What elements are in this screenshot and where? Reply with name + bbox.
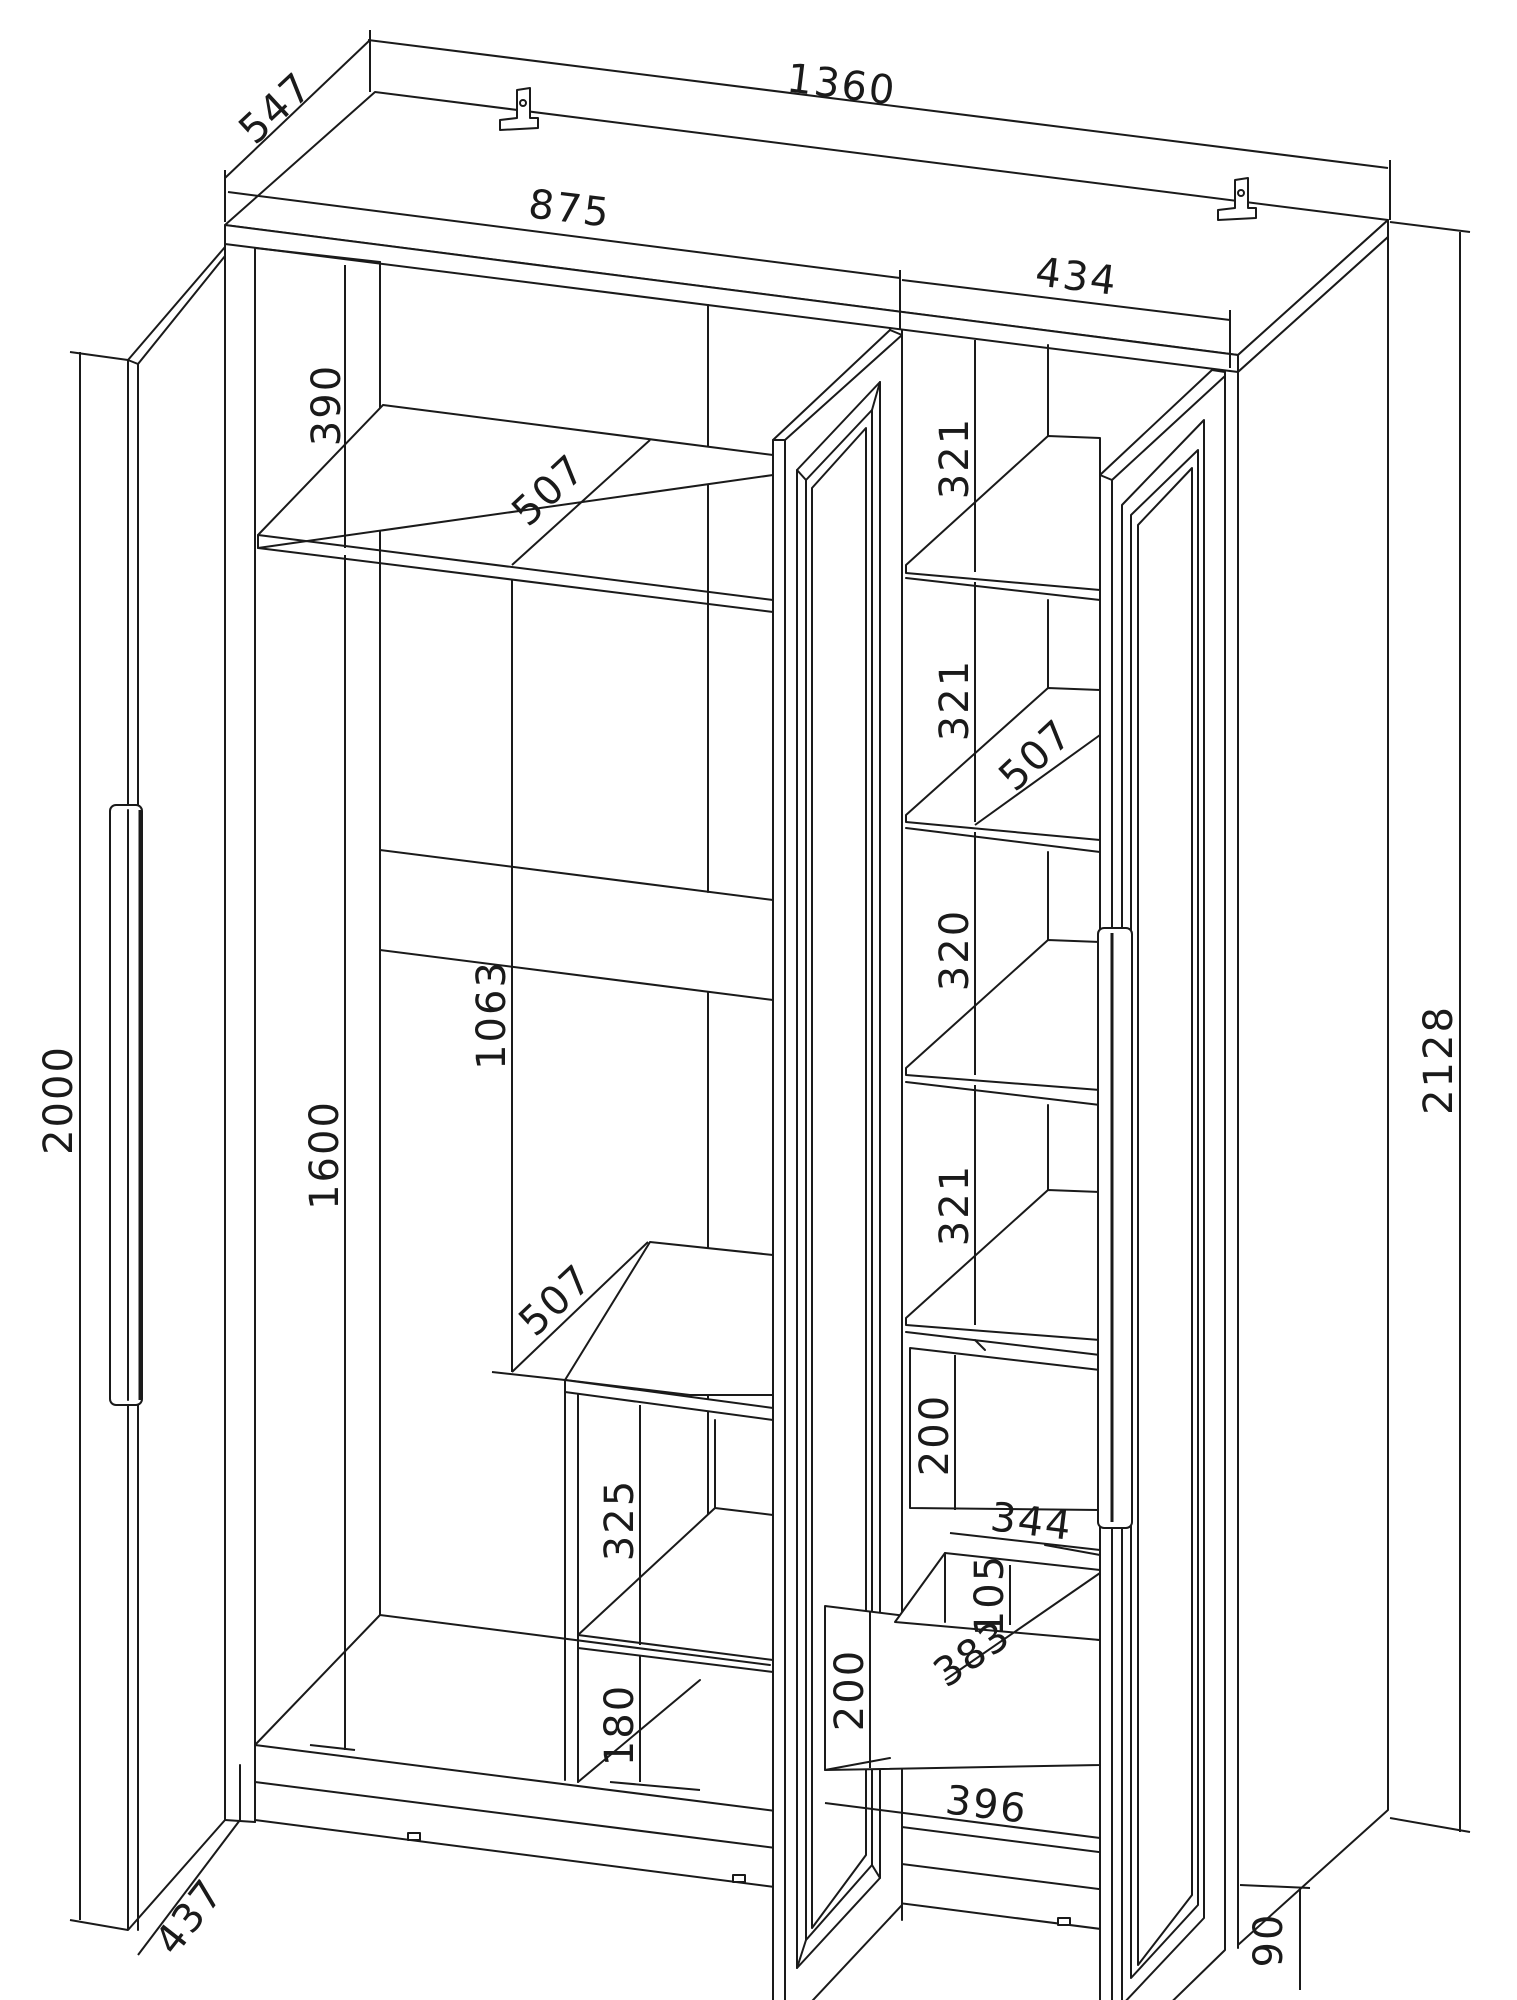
middle-door [772, 329, 1101, 2000]
dimension-lines [69, 30, 1471, 1990]
dim-plinth-height: 90 [1246, 1913, 1292, 1968]
dim-bottom-gap: 180 [597, 1684, 643, 1766]
dim-shelf-depth-lower: 507 [510, 1256, 602, 1346]
dim-drawer-front-lower: 200 [827, 1649, 873, 1731]
dim-right-shelf-1: 321 [932, 417, 978, 499]
dim-right-shelf-4: 321 [932, 1164, 978, 1246]
dim-overall-height: 2128 [1416, 1005, 1462, 1115]
dim-drawer-inner-width: 344 [988, 1494, 1075, 1550]
dim-rail-height: 1063 [469, 960, 515, 1070]
right-section-interior [894, 344, 1101, 1641]
left-section-interior [257, 304, 774, 1783]
left-door [109, 246, 226, 1931]
dim-small-cabinet-height: 325 [597, 1479, 643, 1561]
dim-depth: 547 [230, 64, 322, 154]
dim-left-section-width: 875 [526, 181, 613, 237]
dim-overall-width: 1360 [784, 56, 899, 115]
dim-drawer-inner-height: 105 [967, 1554, 1013, 1636]
right-door [1097, 369, 1226, 2000]
dim-drawer-front-upper: 200 [912, 1394, 958, 1476]
wall-brackets [499, 87, 1257, 221]
dim-door-height: 2000 [36, 1045, 82, 1155]
dim-top-shelf-height: 390 [304, 364, 350, 446]
dim-right-shelf-3: 320 [932, 909, 978, 991]
dim-hanging-height: 1600 [302, 1100, 348, 1210]
dim-right-section-width: 434 [1033, 249, 1120, 305]
dim-right-shelf-2: 321 [932, 659, 978, 741]
dim-drawer-width: 396 [943, 1777, 1030, 1833]
